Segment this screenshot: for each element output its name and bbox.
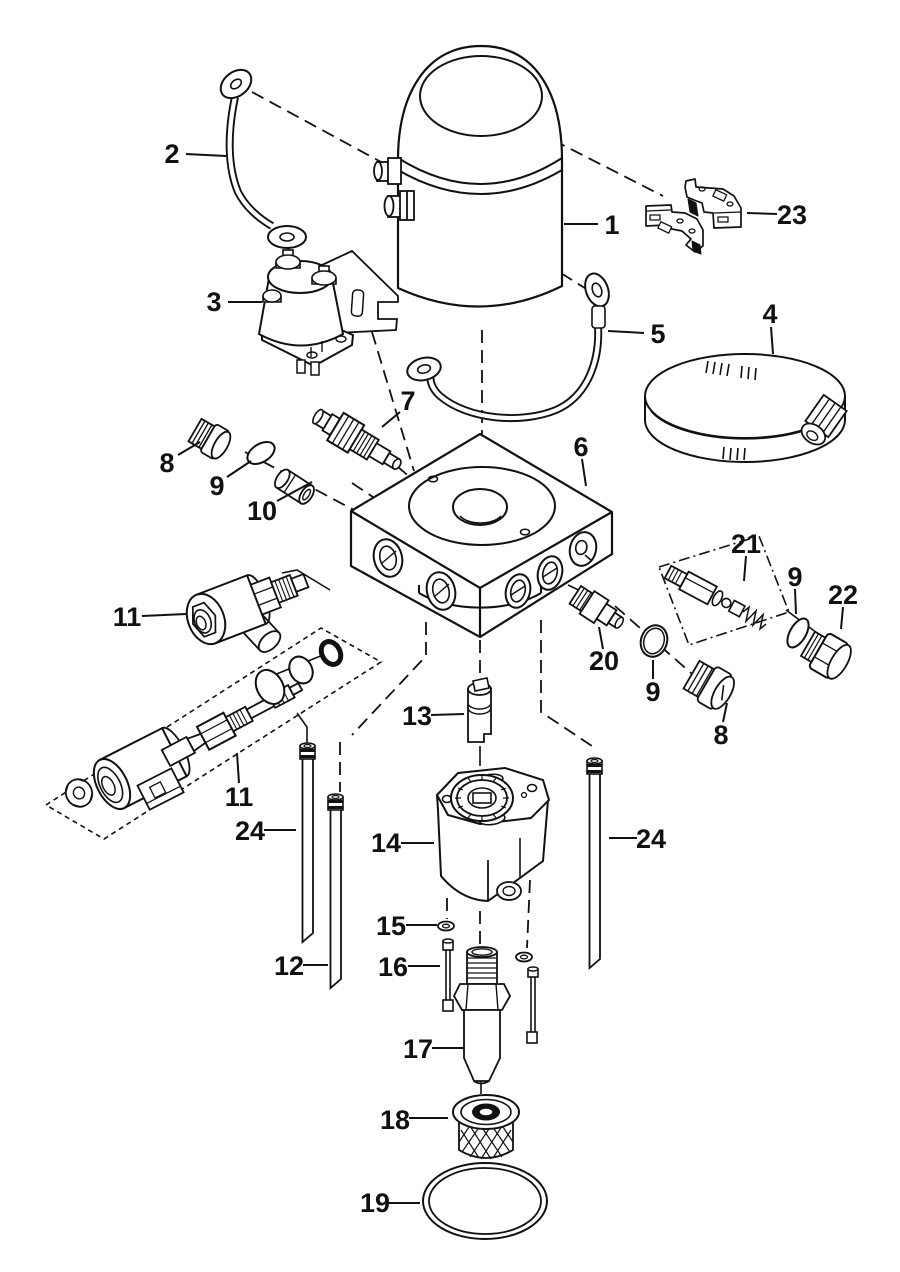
part-valve-11-upper [185, 572, 310, 653]
callout-16: 16 [378, 952, 408, 982]
callout-9-right: 9 [787, 562, 802, 592]
part-tube-24-right [586, 757, 603, 970]
callout-19: 19 [360, 1188, 390, 1218]
callout-21: 21 [731, 529, 761, 559]
part-bracket-pair [645, 178, 742, 255]
part-fitting-7 [312, 408, 402, 470]
callout-11-lower: 11 [225, 782, 254, 812]
callout-24-right: 24 [636, 824, 666, 854]
part-coupler-10 [274, 468, 315, 505]
part-band-clamp [644, 353, 848, 463]
part-oring-9-mid [639, 624, 669, 658]
part-tube-12 [327, 793, 344, 990]
part-valve-11-lower [44, 627, 383, 840]
callout-18: 18 [380, 1105, 410, 1135]
callout-22: 22 [828, 580, 858, 610]
callout-15: 15 [376, 911, 406, 941]
part-plug-8-left [187, 417, 232, 460]
part-filter-18 [452, 1094, 520, 1160]
callout-4: 4 [762, 299, 777, 329]
callout-14: 14 [371, 828, 401, 858]
callout-7: 7 [400, 386, 415, 416]
part-washer-15 [437, 920, 533, 963]
callout-3: 3 [206, 287, 221, 317]
part-plug-8-right [682, 659, 735, 710]
callout-5: 5 [650, 319, 665, 349]
part-oring-19 [422, 1162, 548, 1240]
part-battery-cable [219, 68, 307, 249]
part-pickup-tube [452, 946, 512, 1085]
part-washer-9-left [246, 440, 276, 466]
callout-11-upper: 11 [113, 602, 142, 632]
callout-8-right: 8 [713, 720, 728, 750]
callout-17: 17 [403, 1034, 433, 1064]
part-oring-9-right [786, 617, 810, 649]
callout-20: 20 [589, 646, 619, 676]
part-cartridge-21 [657, 535, 791, 646]
callout-leaders [141, 153, 844, 1204]
callout-6: 6 [573, 432, 588, 462]
part-fitting-20 [568, 584, 625, 629]
part-solenoid [257, 249, 399, 376]
part-tube-24-left [299, 742, 316, 944]
callout-labels: 2 1 23 3 5 4 8 9 7 10 6 11 20 21 9 22 9 … [113, 139, 858, 1218]
callout-12: 12 [274, 951, 304, 981]
part-plug-22 [799, 630, 852, 680]
callout-13: 13 [402, 701, 432, 731]
callout-10: 10 [247, 496, 277, 526]
callout-23: 23 [777, 200, 807, 230]
part-motor [373, 44, 564, 308]
part-coupling-13 [467, 677, 492, 743]
part-gear-pump [435, 766, 551, 903]
callout-24-left: 24 [235, 816, 265, 846]
callout-1: 1 [604, 210, 619, 240]
callout-9-mid: 9 [645, 677, 660, 707]
callout-8-left: 8 [159, 448, 174, 478]
part-ground-cable [406, 272, 610, 422]
part-manifold [349, 432, 614, 639]
callout-2: 2 [164, 139, 179, 169]
part-bolt-16 [442, 938, 539, 1044]
callout-9-left: 9 [209, 471, 224, 501]
